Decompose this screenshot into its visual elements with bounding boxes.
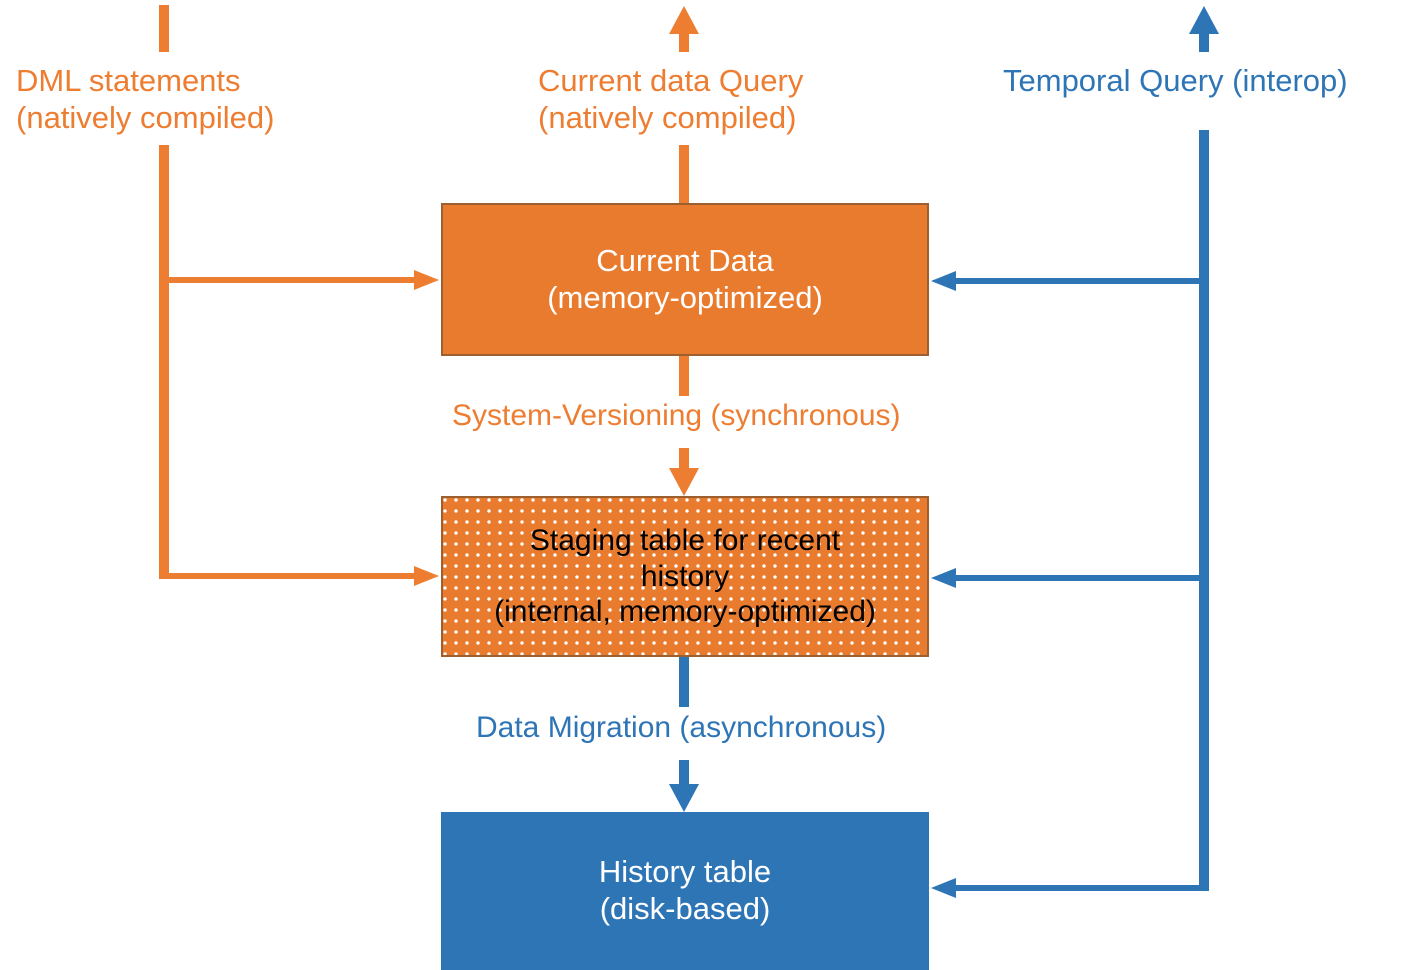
connector-dml-to-current-data-arrow: [164, 270, 439, 290]
connector-temporal-trunk: [1189, 6, 1219, 891]
node-current-data-label: Current Data (memory-optimized): [547, 242, 823, 315]
edge-label-data-migration: Data Migration (asynchronous): [476, 711, 887, 744]
node-staging-table[interactable]: Staging table for recent history (intern…: [441, 496, 929, 657]
connector-dml-to-staging-arrow: [164, 566, 439, 586]
node-current-data[interactable]: Current Data (memory-optimized): [441, 203, 929, 356]
node-history-table-label: History table (disk-based): [598, 854, 772, 926]
edge-label-dml-statements: DML statements (natively compiled): [16, 63, 275, 136]
edge-label-temporal-query: Temporal Query (interop): [1003, 63, 1348, 98]
node-staging-table-label: Staging table for recent history (intern…: [494, 524, 876, 629]
edge-label-system-versioning: System-Versioning (synchronous): [452, 399, 901, 432]
connector-temporal-to-current-data-arrow: [931, 271, 1204, 291]
connector-temporal-to-staging-arrow: [931, 568, 1204, 588]
node-history-table[interactable]: History table (disk-based): [441, 812, 929, 970]
edge-label-current-data-query: Current data Query (natively compiled): [538, 63, 804, 136]
connector-temporal-to-history-arrow: [931, 878, 1209, 898]
